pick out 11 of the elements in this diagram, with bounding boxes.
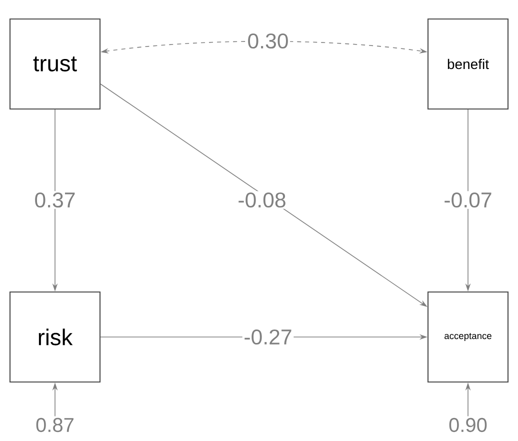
edge-label: -0.07 <box>442 191 494 209</box>
residual-value: 0.87 <box>36 418 74 432</box>
variable-box: acceptance <box>427 291 509 383</box>
variable-box: trust <box>9 18 101 110</box>
variable-box: risk <box>9 291 101 383</box>
edge-label: -0.27 <box>242 328 294 346</box>
edge-label: -0.08 <box>236 191 288 209</box>
variable-box: benefit <box>427 18 509 110</box>
edge-label: 0.30 <box>246 32 290 50</box>
edge-label: 0.37 <box>32 191 78 209</box>
residual-value: 0.90 <box>449 418 487 432</box>
